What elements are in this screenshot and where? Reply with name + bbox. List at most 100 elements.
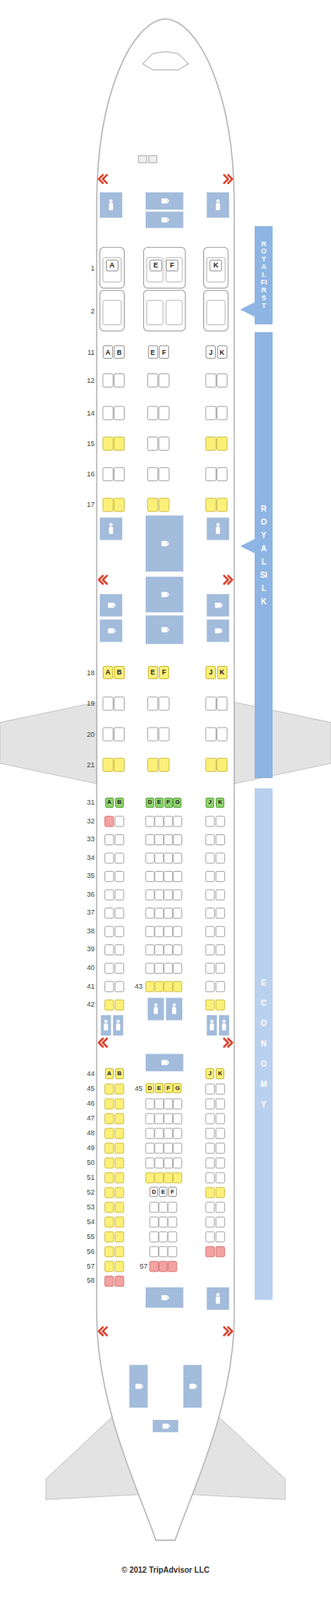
galley-icon	[221, 628, 223, 632]
seat	[154, 1097, 164, 1108]
cockpit	[138, 51, 189, 163]
galley-icon	[167, 541, 170, 545]
seat	[215, 1126, 225, 1138]
seat	[164, 852, 173, 863]
seat	[172, 1097, 182, 1108]
galley-icon	[189, 1382, 196, 1388]
seat	[205, 757, 216, 771]
galley-icon	[214, 627, 222, 634]
seat	[149, 1230, 159, 1241]
galley	[206, 619, 229, 642]
band-pointer	[240, 302, 255, 553]
lavatory	[112, 1014, 124, 1035]
galley-icon	[108, 602, 115, 608]
seat	[105, 1245, 114, 1256]
seat	[164, 870, 173, 881]
seat	[105, 980, 114, 991]
row-number: 47	[74, 1112, 96, 1122]
seat	[105, 1097, 114, 1108]
seat	[115, 815, 124, 826]
seat	[164, 1171, 173, 1182]
row-number: 56	[74, 1245, 96, 1255]
exit-arrow	[98, 174, 107, 183]
seat-letter: D	[147, 798, 152, 805]
seat-letter: D	[147, 1084, 152, 1091]
seat-letter: K	[219, 668, 225, 676]
seat	[164, 925, 173, 936]
seat-letter: J	[208, 348, 213, 356]
seat	[215, 852, 225, 863]
row-number: 2	[74, 306, 96, 316]
row-number: 55	[74, 1230, 96, 1240]
row-number: 49	[74, 1141, 96, 1152]
galley	[99, 593, 123, 617]
seat	[115, 1200, 124, 1212]
seat	[105, 1171, 114, 1182]
seat	[205, 405, 216, 420]
seat	[205, 1097, 215, 1108]
seat	[147, 726, 159, 740]
seat	[217, 436, 228, 450]
row-number: 45	[74, 1082, 96, 1092]
seat	[204, 246, 229, 288]
seat-box: A	[102, 345, 113, 359]
seat	[172, 815, 182, 826]
band-pointer	[240, 538, 255, 553]
seat	[154, 888, 164, 899]
seat	[205, 696, 216, 710]
seat	[158, 405, 170, 420]
seat	[105, 1112, 114, 1123]
seat	[217, 373, 228, 387]
seat	[205, 1156, 215, 1167]
seat-box: K	[217, 665, 228, 679]
seat	[115, 1186, 124, 1197]
seat	[154, 1171, 164, 1182]
seat	[143, 246, 186, 288]
seat	[206, 299, 226, 324]
seat-box: B	[113, 665, 124, 679]
lavatory-icon	[215, 1295, 220, 1303]
seat	[149, 1215, 159, 1226]
seat	[172, 1171, 182, 1182]
row-number: 51	[74, 1171, 96, 1181]
seat	[105, 888, 114, 899]
seat	[105, 1260, 114, 1271]
seat	[115, 870, 124, 881]
seat-letter: K	[213, 261, 219, 269]
seat	[158, 1260, 168, 1271]
galley-icon	[141, 1383, 144, 1387]
row-number: 44	[74, 1067, 96, 1078]
seat-box: A	[102, 665, 113, 679]
seat	[105, 961, 114, 972]
seat	[165, 257, 183, 282]
class-name: ECONOMY	[260, 971, 268, 1114]
seat	[172, 925, 182, 936]
seat	[105, 907, 114, 918]
seat	[105, 1082, 114, 1093]
seat	[145, 1141, 155, 1152]
seat	[215, 1200, 225, 1212]
galley-icon	[161, 540, 168, 546]
seat-letter: F	[161, 668, 166, 676]
seat	[205, 1186, 215, 1197]
cabin-class-band: ROYAL FIRST	[254, 225, 274, 324]
seat	[105, 870, 114, 881]
seat	[215, 1215, 225, 1226]
seat	[115, 1112, 124, 1123]
seat	[164, 943, 173, 955]
seat-letter: G	[175, 798, 180, 805]
seat	[168, 1215, 177, 1226]
seat	[215, 1112, 225, 1123]
lavatory	[206, 1285, 229, 1309]
galley	[206, 593, 229, 617]
row-number: 36	[74, 888, 96, 898]
seat	[102, 757, 113, 771]
seat-box: B	[115, 796, 124, 807]
lavatory-icon	[109, 202, 113, 210]
seat	[205, 436, 216, 450]
row-number: 57	[74, 1260, 96, 1270]
galley	[183, 1362, 202, 1406]
seat	[113, 436, 124, 450]
seat	[172, 961, 182, 972]
